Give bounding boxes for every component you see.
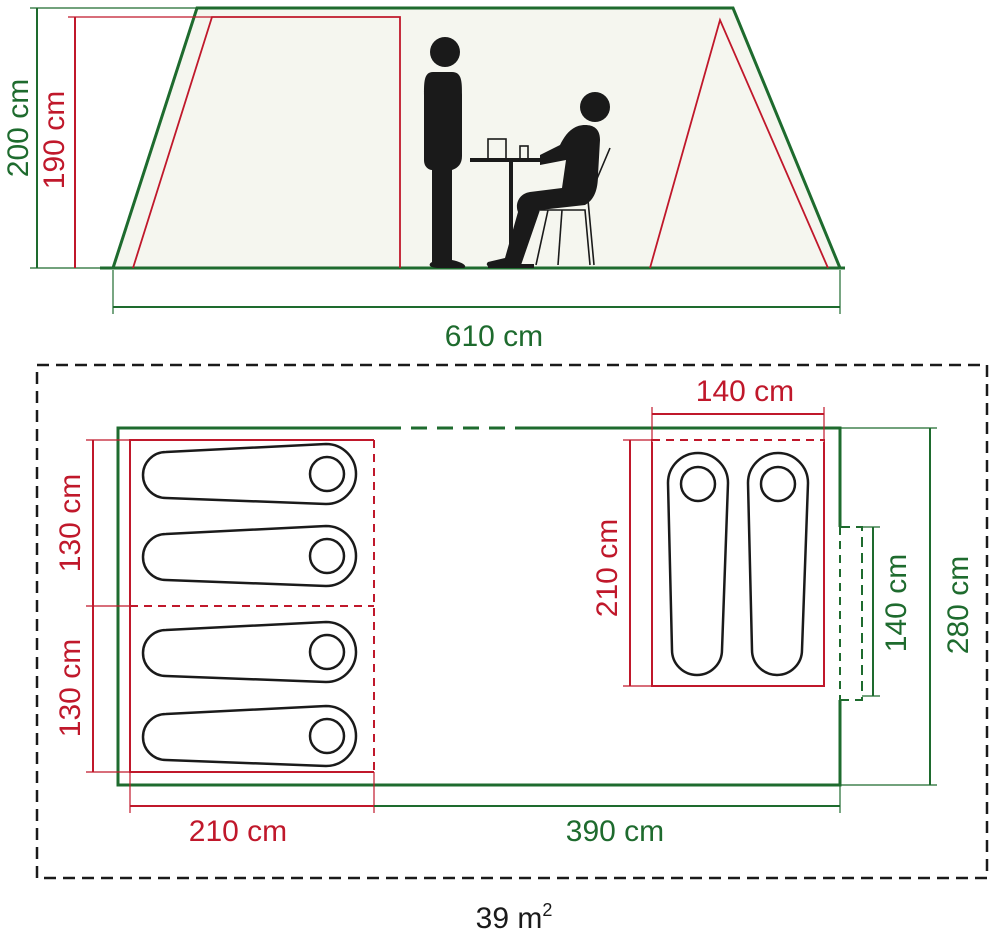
area-number: 39 m [476,902,543,935]
floor-plan: 130 cm 130 cm 210 cm 390 cm 140 cm 210 c… [35,363,989,935]
left-sleeping-bags [141,442,358,768]
sleeping-bag-icon [141,524,358,588]
left-bedroom-height-top-label: 130 cm [54,474,87,572]
left-bedroom-height-bottom-label: 130 cm [54,639,87,737]
side-view-interior [113,8,840,268]
area-exponent: 2 [542,900,552,920]
area-label: 39 m2 [476,900,553,935]
sleeping-bag-icon [746,451,810,677]
living-width-label: 390 cm [566,815,664,848]
door-width-label: 140 cm [880,554,913,652]
outer-tent-outline [111,6,842,269]
sleeping-bag-icon [141,620,358,684]
height-inner-label: 190 cm [38,91,71,189]
right-bedroom-width-label: 140 cm [696,375,794,408]
height-outer-label: 200 cm [2,79,35,177]
sleeping-bag-icon [141,704,358,768]
left-bedroom-width-label: 210 cm [189,815,287,848]
right-bedroom-length-label: 210 cm [591,519,624,617]
standing-person-icon [424,37,466,268]
seated-person-icon [486,92,610,268]
right-sleeping-bags [666,451,810,677]
sleeping-bag-icon [141,442,358,506]
side-view: 200 cm 190 cm 610 cm [2,6,845,353]
sleeping-bag-icon [666,451,730,677]
footprint-outline [35,363,989,880]
inner-porch-outline [649,17,829,269]
right-bedroom [651,438,825,687]
inner-bedroom-outline [132,16,401,269]
total-depth-label: 280 cm [942,556,975,654]
length-label: 610 cm [445,320,543,353]
